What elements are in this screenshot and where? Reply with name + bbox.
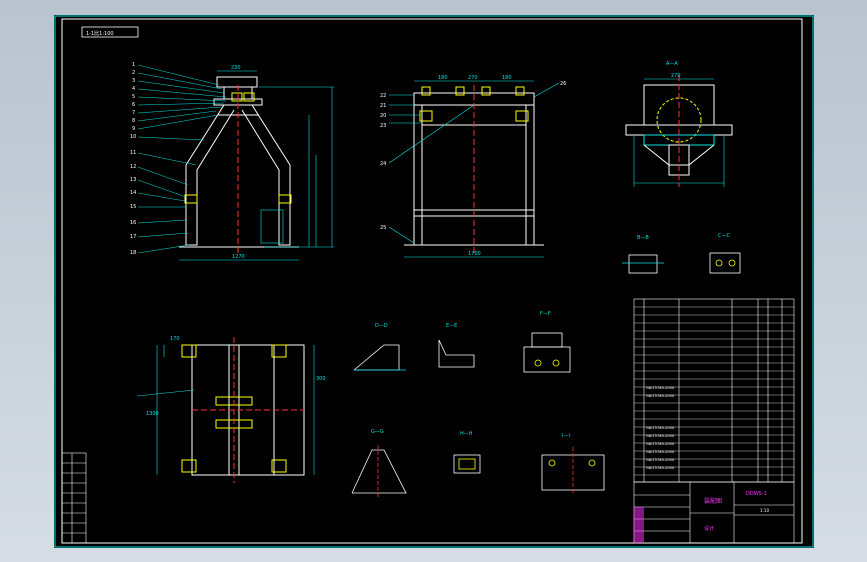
section-label-d: D—D: [375, 323, 388, 329]
bom-standard-codes: GB/T5783-2000 GB/T5783-2000 GB/T5783-200…: [646, 386, 675, 470]
svg-text:20: 20: [380, 113, 386, 119]
title-block-number: DDWS-1: [746, 491, 767, 497]
svg-text:18: 18: [130, 250, 136, 256]
svg-text:17: 17: [130, 234, 136, 240]
svg-text:6: 6: [132, 102, 135, 108]
plan-dim-left-h: 1300: [146, 411, 159, 417]
svg-text:7: 7: [132, 110, 135, 116]
dim-side-a: 180: [438, 75, 448, 81]
svg-text:8: 8: [132, 118, 135, 124]
svg-text:2: 2: [132, 70, 135, 76]
svg-text:15: 15: [130, 204, 136, 210]
svg-text:1: 1: [132, 62, 135, 68]
section-label-a: A—A: [666, 61, 678, 67]
svg-text:3: 3: [132, 78, 135, 84]
dim-front-bottom: 1270: [232, 254, 245, 260]
side-dimensions: [388, 80, 560, 258]
svg-text:GB/T5783-2000: GB/T5783-2000: [646, 458, 675, 462]
section-label-h: H—H: [460, 431, 473, 437]
section-e: [438, 339, 475, 368]
svg-text:12: 12: [130, 164, 136, 170]
svg-text:14: 14: [130, 190, 136, 196]
svg-text:4: 4: [132, 86, 135, 92]
dim-side-b: 270: [468, 75, 478, 81]
plan-dim-right-h: 300: [316, 376, 326, 382]
front-dimensions: [179, 70, 334, 261]
svg-text:GB/T5783-2000: GB/T5783-2000: [646, 394, 675, 398]
section-d: [353, 344, 406, 371]
section-label-i: I—I: [562, 433, 570, 439]
section-label-g: G—G: [371, 429, 384, 435]
svg-text:16: 16: [130, 220, 136, 226]
front-leaders: [137, 64, 227, 254]
view-title-box: 1-1比1:100: [81, 26, 139, 38]
svg-text:GB/T5783-2000: GB/T5783-2000: [646, 466, 675, 470]
section-label-c: C—C: [718, 233, 730, 239]
section-label-b: B—B: [637, 235, 649, 241]
front-view: [179, 76, 299, 248]
section-h: [453, 454, 481, 474]
small-detail-1: [622, 254, 664, 274]
svg-text:GB/T5783-2000: GB/T5783-2000: [646, 450, 675, 454]
section-g: [351, 445, 407, 497]
bom-rows: [634, 306, 794, 476]
svg-text:22: 22: [380, 93, 386, 99]
svg-text:GB/T5783-2000: GB/T5783-2000: [646, 426, 675, 430]
dim-top-width: 230: [231, 65, 241, 71]
svg-text:11: 11: [130, 150, 136, 156]
bom-table: [633, 298, 795, 483]
section-f: [523, 332, 571, 373]
side-callout-numbers: 22 21 20 23 24 25 26: [380, 81, 566, 231]
svg-text:24: 24: [380, 161, 386, 167]
drawing-sheet: 1-1比1:100: [54, 15, 814, 548]
front-callout-numbers: 1 2 3 4 5 6 7 8 9 10 11 12 13 14 15 16 1…: [130, 62, 136, 256]
svg-text:5: 5: [132, 94, 135, 100]
plan-dimensions: [136, 345, 315, 475]
svg-text:23: 23: [380, 123, 386, 129]
plan-dim-left-a: 170: [170, 336, 180, 342]
svg-text:10: 10: [130, 134, 136, 140]
svg-text:25: 25: [380, 225, 386, 231]
dim-right-top: 270: [671, 73, 681, 79]
dim-side-bottom: 1700: [468, 251, 481, 257]
title-block-scale: 1:10: [760, 508, 769, 513]
section-i: [541, 447, 605, 495]
svg-text:26: 26: [560, 81, 566, 87]
view-title-label: 1-1比1:100: [86, 30, 114, 37]
title-block: [633, 481, 795, 544]
svg-text:21: 21: [380, 103, 386, 109]
svg-text:9: 9: [132, 126, 135, 132]
svg-text:13: 13: [130, 177, 136, 183]
dim-side-c: 180: [502, 75, 512, 81]
revision-strip: [61, 452, 87, 544]
title-block-name: 装配图: [704, 497, 722, 505]
svg-text:GB/T5783-2000: GB/T5783-2000: [646, 386, 675, 390]
side-view: [404, 86, 544, 246]
cad-drawing: 1-1比1:100: [54, 15, 814, 548]
title-block-notes: 设计: [704, 525, 714, 532]
svg-text:GB/T5783-2000: GB/T5783-2000: [646, 434, 675, 438]
section-label-f: F—F: [540, 311, 551, 317]
svg-text:GB/T5783-2000: GB/T5783-2000: [646, 442, 675, 446]
small-detail-2: [709, 252, 741, 274]
section-label-e: E—E: [446, 323, 457, 329]
